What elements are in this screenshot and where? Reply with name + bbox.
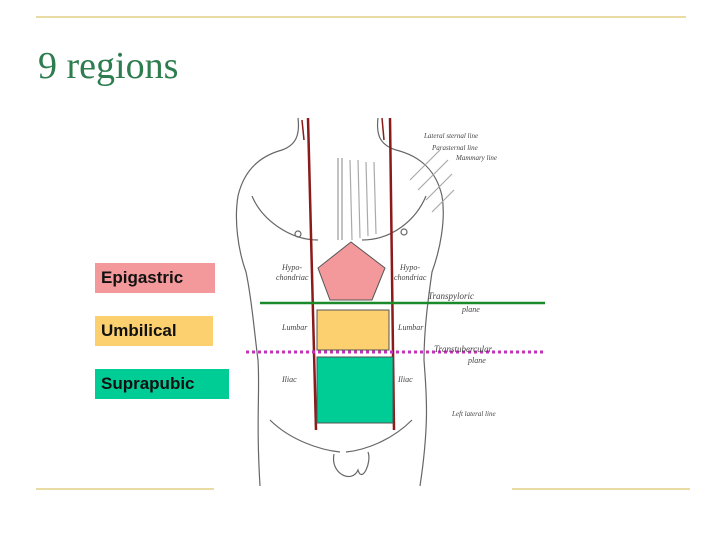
bottom-frame-line-left bbox=[36, 488, 214, 490]
right-chest bbox=[361, 195, 427, 241]
right-shoulder bbox=[395, 149, 444, 487]
label-lateral-sternal: Lateral sternal line bbox=[423, 132, 478, 140]
label-iliac-left: Iliac bbox=[281, 375, 297, 384]
label-transtubercular: Transtubercular bbox=[434, 344, 493, 354]
bottom-frame-line-right bbox=[512, 488, 690, 490]
inguinal-right bbox=[345, 419, 413, 453]
label-hypochondriac-right: Hypo- bbox=[399, 263, 420, 272]
nipple-left bbox=[294, 230, 302, 238]
umbilical-rect bbox=[316, 309, 390, 351]
epigastric-label: Epigastric bbox=[95, 263, 215, 293]
left-vertical-line-2 bbox=[301, 119, 305, 141]
hatch bbox=[409, 149, 455, 213]
label-hypochondriac-left-2: chondriac bbox=[276, 273, 309, 282]
umbilical-label: Umbilical bbox=[95, 316, 213, 346]
slide-title: 9 regions bbox=[38, 45, 179, 87]
left-chest bbox=[251, 195, 319, 241]
label-lumbar-right: Lumbar bbox=[397, 323, 424, 332]
genitalia bbox=[333, 451, 370, 477]
left-vertical-line bbox=[306, 117, 318, 431]
torso-outline bbox=[235, 117, 455, 487]
label-lumbar-left: Lumbar bbox=[281, 323, 308, 332]
suprapubic-rect bbox=[316, 356, 394, 424]
label-iliac-right: Iliac bbox=[397, 375, 413, 384]
right-vertical-line-2 bbox=[381, 117, 385, 141]
label-transpyloric-2: plane bbox=[461, 305, 480, 314]
epigastric-pentagon bbox=[317, 241, 386, 301]
sternum bbox=[337, 158, 343, 240]
label-hypochondriac-right-2: chondriac bbox=[394, 273, 427, 282]
suprapubic-label: Suprapubic bbox=[95, 369, 229, 399]
neck-right bbox=[376, 117, 397, 151]
top-frame-line-left bbox=[36, 16, 686, 18]
label-parasternal: Parasternal line bbox=[431, 144, 478, 152]
label-transpyloric: Transpyloric bbox=[428, 291, 474, 301]
label-transtubercular-2: plane bbox=[467, 356, 486, 365]
nipple-right bbox=[400, 228, 408, 236]
label-hypochondriac-left: Hypo- bbox=[281, 263, 302, 272]
neck-left bbox=[281, 117, 300, 151]
left-shoulder bbox=[235, 149, 283, 487]
rib-lines bbox=[349, 159, 377, 241]
inguinal-left bbox=[269, 419, 341, 453]
label-mammary: Mammary line bbox=[455, 154, 497, 162]
label-left-lateral: Left lateral line bbox=[451, 410, 496, 418]
